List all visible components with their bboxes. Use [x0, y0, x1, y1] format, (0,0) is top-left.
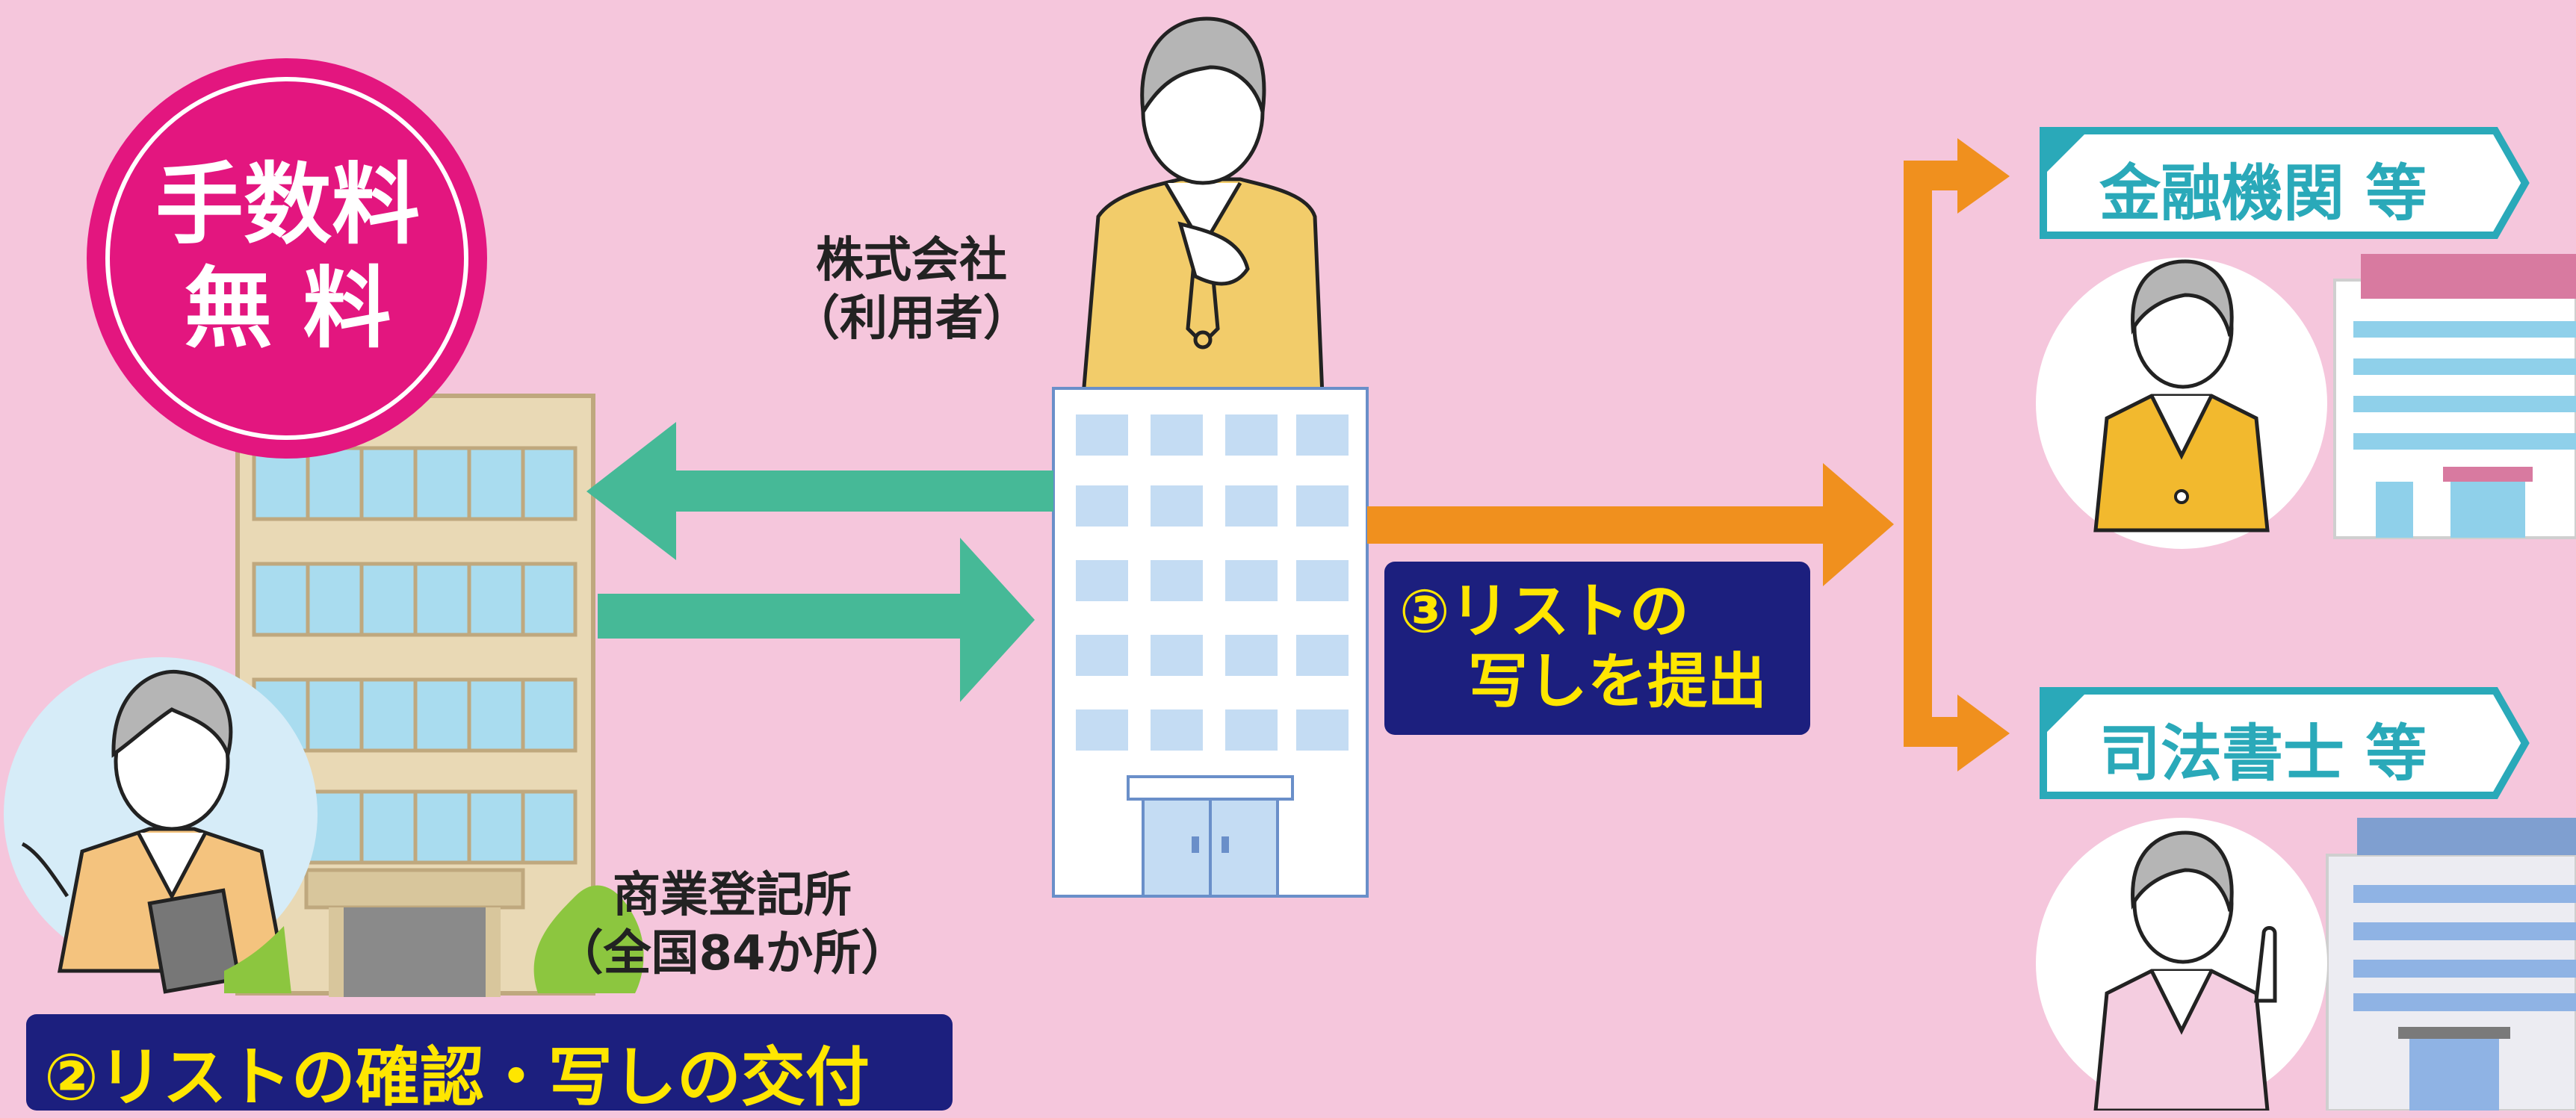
bank-staff-avatar	[2036, 258, 2327, 549]
step2-label-box: ②リストの確認・写しの交付	[26, 1014, 953, 1115]
registry-label: 商業登記所 （全国84か所）	[538, 866, 926, 983]
issue-arrow	[586, 422, 1053, 560]
badge-line2: 無 料	[184, 257, 391, 361]
fee-free-badge-text: 手数料 無 料	[127, 153, 448, 361]
destination-tag-financial	[2040, 127, 2530, 239]
fee-free-badge	[87, 58, 487, 459]
step3-label-line1: ③リストの	[1399, 577, 1689, 646]
step2-label: ②リストの確認・写しの交付	[44, 1040, 870, 1115]
company-label-line2: （利用者）	[792, 291, 1031, 347]
company-label-line1: 株式会社	[816, 233, 1007, 288]
registry-staff-avatar	[4, 657, 318, 994]
bank-building-icon	[2333, 254, 2576, 539]
step3-label-box: ③リストの 写しを提出	[1384, 562, 1810, 735]
destination-scrivener-label: 司法書士 等	[2099, 718, 2427, 789]
scrivener-staff-avatar	[2036, 818, 2327, 1111]
request-arrow	[598, 538, 1035, 702]
destination-financial-label: 金融機関 等	[2099, 158, 2427, 229]
submit-arrow	[1367, 138, 2010, 771]
company-label: 株式会社 （利用者）	[784, 232, 1038, 348]
registry-label-line1: 商業登記所	[613, 868, 852, 923]
destination-tag-scrivener	[2040, 687, 2530, 799]
badge-line1: 手数料	[155, 153, 420, 256]
company-building-icon	[1052, 16, 1369, 898]
scrivener-office-icon	[2326, 818, 2576, 1111]
step3-label-line2: 写しを提出	[1468, 647, 1767, 717]
registry-label-line2: （全国84か所）	[555, 926, 909, 982]
